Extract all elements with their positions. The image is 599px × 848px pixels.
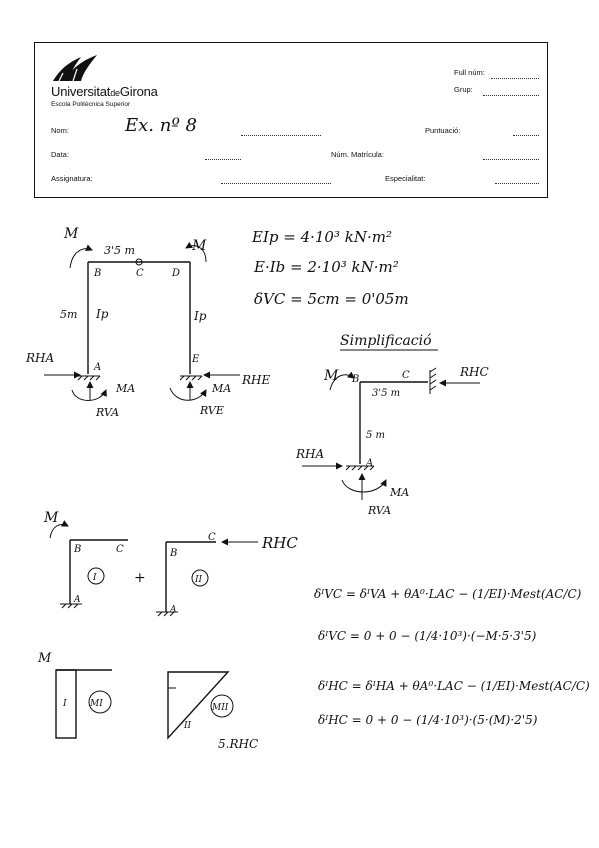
especialitat-label: Especialitat: bbox=[385, 174, 426, 183]
frame-C: C bbox=[136, 268, 144, 279]
simp-A: A bbox=[365, 458, 373, 469]
nom-value: Ex. nº 8 bbox=[125, 115, 197, 136]
sup-A2: A bbox=[169, 605, 177, 615]
university-logo-icon bbox=[53, 55, 97, 82]
simplification-title: Simplificació bbox=[340, 333, 432, 349]
md-bottom: 5.RHC bbox=[218, 737, 258, 751]
sup-M: M bbox=[43, 510, 59, 526]
simp-RHC: RHC bbox=[459, 365, 489, 379]
simplified-frame-sketch bbox=[302, 367, 480, 500]
assignatura-label: Assignatura: bbox=[51, 174, 93, 183]
data-field bbox=[205, 159, 241, 160]
simp-M: M bbox=[323, 368, 339, 384]
prop-dvc: δVC = 5cm = 0'05m bbox=[254, 290, 409, 308]
equation-1: δᴵVC = δᴵVA + θA⁰·LAC − (1/EI)·Mest(AC/C… bbox=[314, 587, 582, 601]
frame-Ip-right: Ip bbox=[193, 309, 207, 323]
frame-Ip-left: Ip bbox=[95, 307, 109, 321]
md-M: M bbox=[37, 651, 52, 666]
grup-label: Grup: bbox=[454, 85, 473, 94]
prop-EIp: EIp = 4·10³ kN·m² bbox=[251, 228, 392, 246]
equation-4: δᴵHC = 0 + 0 − (1/4·10³)·(5·(M)·2'5) bbox=[318, 713, 538, 727]
equation-3: δᴵHC = δᴵHA + θA⁰·LAC − (1/EI)·Mest(AC/C… bbox=[318, 679, 590, 693]
university-name-right: Girona bbox=[119, 84, 158, 99]
sup-B1: B bbox=[73, 544, 81, 555]
sup-case2: II bbox=[194, 575, 203, 585]
md-MII: MII bbox=[211, 703, 229, 713]
university-name-left: Universitat bbox=[51, 84, 111, 99]
nom-label: Nom: bbox=[51, 126, 69, 135]
assignatura-field bbox=[221, 183, 331, 184]
simp-C: C bbox=[402, 370, 410, 381]
frame-span: 3'5 m bbox=[104, 244, 135, 257]
puntuacio-field bbox=[513, 135, 539, 136]
exam-header-form: UniversitatdeGirona Escola Politècnica S… bbox=[34, 42, 548, 198]
prop-EIb: E·Ib = 2·10³ kN·m² bbox=[253, 258, 399, 276]
nom-field bbox=[241, 135, 321, 136]
equation-2: δᴵVC = 0 + 0 − (1/4·10³)·(−M·5·3'5) bbox=[318, 629, 537, 643]
frame-RVA: RVA bbox=[95, 406, 119, 419]
md-label-I: I bbox=[62, 699, 67, 709]
frame-M-right: M bbox=[191, 238, 207, 254]
frame-RVE: RVE bbox=[199, 404, 224, 417]
university-name: UniversitatdeGirona bbox=[51, 84, 158, 99]
sup-B2: B bbox=[169, 548, 177, 559]
simp-span: 3'5 m bbox=[372, 388, 400, 399]
simp-height: 5 m bbox=[366, 430, 385, 441]
frame-MA-right: MA bbox=[211, 382, 231, 395]
especialitat-field bbox=[495, 183, 539, 184]
moment-diagrams-sketch bbox=[55, 669, 234, 740]
matricula-field bbox=[483, 159, 539, 160]
sup-case1: I bbox=[92, 573, 97, 583]
frame-A: A bbox=[93, 362, 101, 373]
simp-RVA: RVA bbox=[367, 504, 391, 517]
sup-RHC: RHC bbox=[261, 534, 298, 552]
simp-RHA: RHA bbox=[295, 447, 325, 461]
sup-C2: C bbox=[208, 532, 216, 543]
data-label: Data: bbox=[51, 150, 69, 159]
university-name-de: de bbox=[110, 88, 120, 98]
simp-MA: MA bbox=[389, 486, 409, 499]
full-num-label: Full núm: bbox=[454, 68, 485, 77]
md-label-II: II bbox=[183, 721, 192, 731]
frame-B: B bbox=[93, 268, 101, 279]
sup-plus: + bbox=[134, 570, 146, 586]
frame-D: D bbox=[171, 268, 180, 279]
md-MI: MI bbox=[89, 699, 103, 709]
portal-frame-sketch bbox=[44, 241, 240, 401]
matricula-label: Núm. Matrícula: bbox=[331, 150, 384, 159]
puntuacio-label: Puntuació: bbox=[425, 126, 461, 135]
sup-A1: A bbox=[73, 595, 81, 605]
superposition-sketch bbox=[49, 520, 258, 617]
frame-MA-left: MA bbox=[115, 382, 135, 395]
school-name: Escola Politècnica Superior bbox=[51, 101, 131, 108]
frame-RHE: RHE bbox=[241, 373, 271, 387]
full-num-field bbox=[491, 78, 539, 79]
simp-B: B bbox=[351, 374, 359, 385]
frame-RHA: RHA bbox=[25, 351, 55, 365]
frame-height: 5m bbox=[60, 308, 77, 321]
grup-field bbox=[483, 95, 539, 96]
frame-M-left: M bbox=[63, 226, 79, 242]
frame-E: E bbox=[191, 354, 200, 365]
sup-C1: C bbox=[116, 544, 124, 555]
